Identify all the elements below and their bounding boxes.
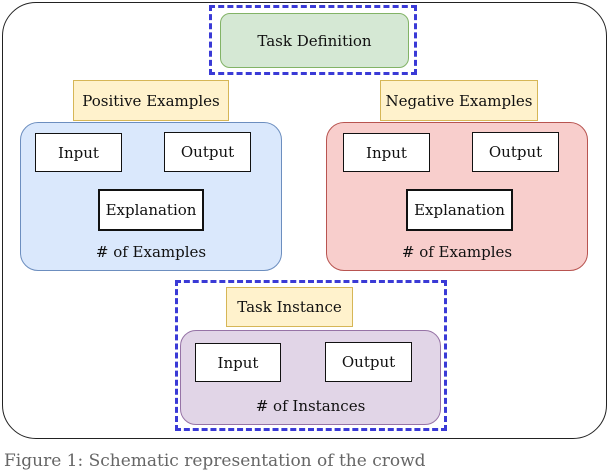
positive-examples-header: Positive Examples bbox=[73, 80, 229, 121]
instance-input-label: Input bbox=[217, 353, 259, 372]
positive-output-label: Output bbox=[180, 143, 235, 161]
instance-input-box: Input bbox=[195, 343, 281, 382]
positive-explanation-box: Explanation bbox=[98, 189, 204, 231]
instance-count-label: # of Instances bbox=[255, 397, 366, 415]
positive-input-box: Input bbox=[35, 133, 122, 172]
schema-frame bbox=[2, 2, 607, 439]
negative-examples-header: Negative Examples bbox=[380, 80, 538, 121]
positive-examples-label: Positive Examples bbox=[82, 91, 220, 110]
task-instance-count: # of Instances bbox=[180, 395, 441, 417]
task-instance-header: Task Instance bbox=[226, 287, 353, 327]
task-definition-box: Task Definition bbox=[220, 13, 409, 68]
negative-output-label: Output bbox=[488, 143, 543, 161]
task-instance-label: Task Instance bbox=[237, 298, 342, 316]
positive-explanation-label: Explanation bbox=[105, 201, 197, 219]
negative-explanation-label: Explanation bbox=[414, 201, 505, 219]
negative-examples-count: # of Examples bbox=[326, 241, 588, 263]
task-definition-label: Task Definition bbox=[257, 31, 372, 50]
negative-examples-label: Negative Examples bbox=[385, 91, 533, 110]
positive-examples-count: # of Examples bbox=[20, 241, 282, 263]
positive-output-box: Output bbox=[164, 132, 251, 172]
task-definition-dashed-border bbox=[209, 5, 417, 75]
figure-caption: Figure 1: Schematic representation of th… bbox=[4, 452, 426, 470]
negative-explanation-box: Explanation bbox=[406, 189, 513, 231]
negative-output-box: Output bbox=[472, 132, 559, 172]
negative-input-label: Input bbox=[366, 143, 407, 162]
instance-output-label: Output bbox=[341, 353, 396, 371]
task-instance-dashed-border bbox=[175, 280, 447, 431]
positive-input-label: Input bbox=[58, 143, 99, 162]
positive-count-label: # of Examples bbox=[95, 243, 207, 261]
negative-input-box: Input bbox=[343, 133, 430, 172]
negative-count-label: # of Examples bbox=[401, 243, 513, 261]
instance-output-box: Output bbox=[325, 342, 412, 382]
